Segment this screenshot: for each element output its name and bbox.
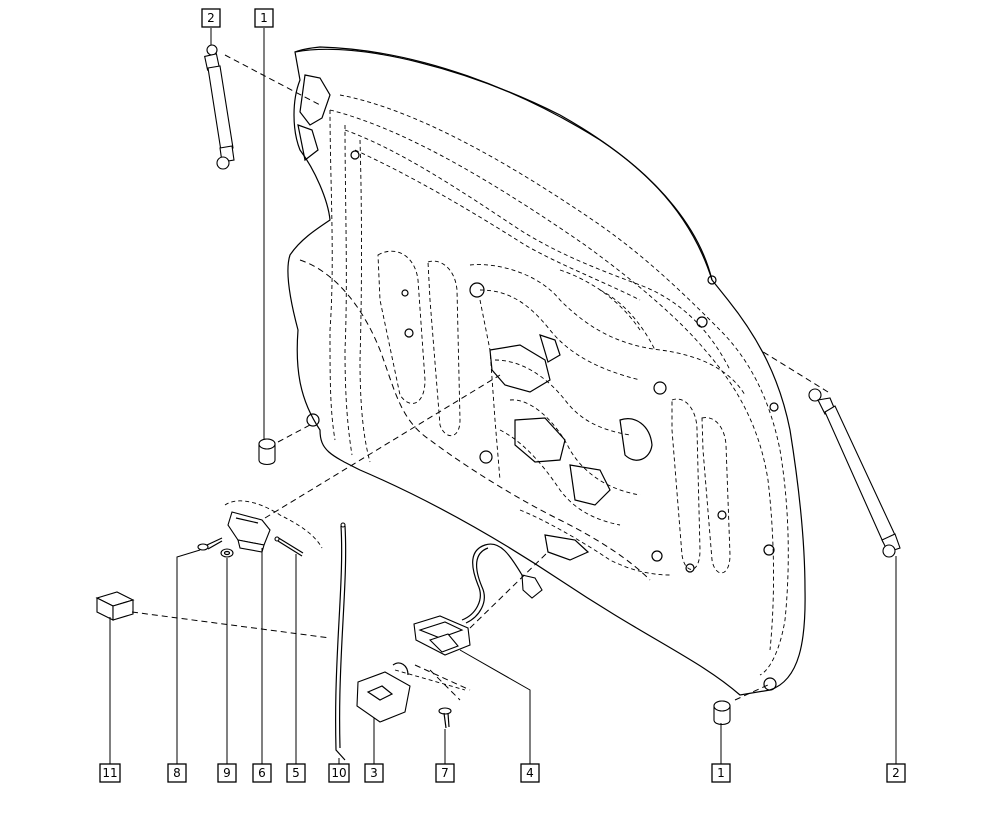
callout-label: 1	[260, 11, 268, 25]
callout-label: 2	[892, 766, 900, 780]
callout-label: 10	[331, 766, 346, 780]
tailgate-panel	[287, 46, 806, 696]
callout-3: 3	[364, 763, 384, 783]
callout-label: 3	[370, 766, 378, 780]
latch-switch-part-6	[224, 500, 323, 553]
callout-label: 1	[717, 766, 725, 780]
callout-label: 5	[292, 766, 300, 780]
gas-strut-upper	[204, 44, 235, 170]
callout-2-top: 2	[201, 8, 221, 28]
release-cable-part-10	[335, 522, 347, 761]
callout-9: 9	[217, 763, 237, 783]
gas-strut-lower	[808, 388, 901, 558]
callout-label: 7	[441, 766, 449, 780]
assembly-guide-lines	[131, 54, 829, 701]
cover-part-11	[95, 591, 135, 621]
callout-8: 8	[167, 763, 187, 783]
pin-part-5	[274, 536, 304, 557]
callout-11: 11	[99, 763, 121, 783]
callout-1-top: 1	[254, 8, 274, 28]
callout-label: 11	[102, 766, 117, 780]
callout-4: 4	[520, 763, 540, 783]
striker-part-3	[356, 662, 466, 723]
callout-label: 6	[258, 766, 266, 780]
latch-lock-part-4	[413, 543, 543, 656]
rubber-buffer-lower	[713, 700, 731, 726]
callout-1-bottom: 1	[711, 763, 731, 783]
callout-label: 9	[223, 766, 231, 780]
screw-part-8	[197, 537, 223, 551]
rubber-buffer-upper	[258, 438, 276, 466]
callout-10: 10	[328, 763, 350, 783]
callout-label: 8	[173, 766, 181, 780]
callout-2-bottom: 2	[886, 763, 906, 783]
callout-label: 2	[207, 11, 215, 25]
callout-6: 6	[252, 763, 272, 783]
callout-7: 7	[435, 763, 455, 783]
nut-part-9	[220, 548, 234, 558]
callout-label: 4	[526, 766, 534, 780]
callout-5: 5	[286, 763, 306, 783]
screw-part-7	[438, 707, 452, 729]
leader-lines	[109, 28, 897, 765]
